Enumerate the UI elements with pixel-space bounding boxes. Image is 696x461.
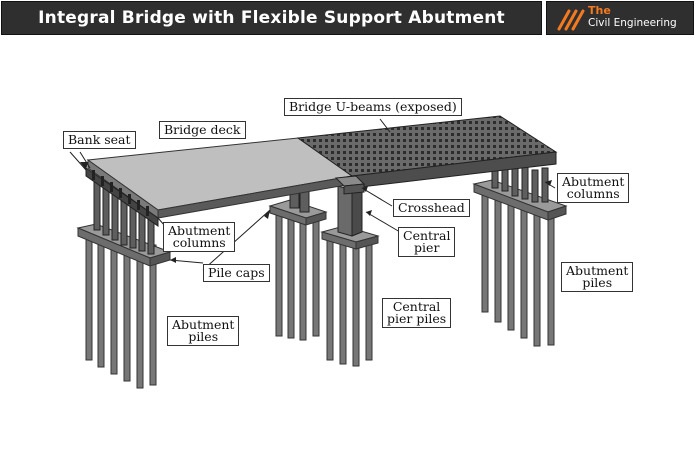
label-line: piles [582, 275, 613, 290]
label-line: Abutment [562, 174, 625, 189]
leader-lines [69, 118, 556, 271]
label-central-pier: Central pier [398, 227, 456, 257]
bridge-deck [86, 137, 354, 219]
right-abutment-columns [491, 157, 549, 203]
label-abutment-piles-right: Abutment piles [561, 262, 634, 292]
label-line: pier piles [387, 311, 447, 326]
label-bank-seat: Bank seat [63, 131, 136, 149]
bridge-diagram [69, 115, 568, 389]
logo-name-text: Civil Engineering [588, 17, 677, 29]
label-line: Abutment [172, 317, 235, 332]
label-pile-caps: Pile caps [203, 264, 270, 282]
label-crosshead: Crosshead [393, 199, 470, 217]
label-abutment-piles-left: Abutment piles [167, 316, 240, 346]
u-beams [296, 115, 558, 189]
label-abutment-columns-right: Abutment columns [557, 173, 630, 203]
page-title: Integral Bridge with Flexible Support Ab… [38, 8, 505, 28]
header: Integral Bridge with Flexible Support Ab… [0, 0, 696, 38]
left-abutment-columns [93, 177, 155, 255]
right-abutment-piles [481, 191, 555, 347]
left-pier-piles [275, 211, 320, 341]
logo-the-text: The [588, 4, 611, 17]
label-bridge-u-beams: Bridge U-beams (exposed) [284, 98, 462, 116]
label-line: Central [392, 299, 441, 314]
left-pier-pile-cap [268, 199, 328, 226]
logo-slash-icon [557, 9, 585, 31]
title-bar: Integral Bridge with Flexible Support Ab… [1, 1, 542, 35]
label-line: columns [566, 186, 620, 201]
label-line: Abutment [168, 223, 231, 238]
label-central-pier-piles: Central pier piles [382, 298, 452, 328]
label-line: Central [403, 228, 451, 243]
crosshead [334, 175, 366, 195]
label-line: piles [188, 329, 219, 344]
central-pier-column [337, 185, 363, 237]
label-line: Abutment [566, 263, 629, 278]
label-line: pier [414, 240, 440, 255]
label-abutment-columns-left: Abutment columns [163, 222, 236, 252]
label-bridge-deck: Bridge deck [159, 121, 246, 139]
label-line: columns [172, 235, 226, 250]
bank-seat [85, 167, 159, 227]
logo: The Civil Engineering [546, 1, 694, 35]
central-pier-piles [326, 237, 373, 367]
